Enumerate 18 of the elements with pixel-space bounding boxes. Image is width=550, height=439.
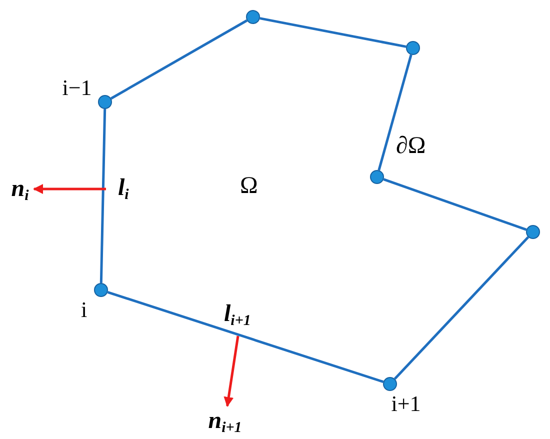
- vector-label: n$_{i+1}$: [208, 408, 242, 434]
- segment-symbol: l$_{i}$: [118, 174, 129, 202]
- vector-label: n$_{i}$: [11, 176, 29, 202]
- segment-symbol: l$_{i+1}$: [224, 300, 251, 328]
- normal-arrow: [33, 184, 106, 194]
- vertex-label: i: [80, 298, 88, 322]
- polygon-edge: [100, 108, 106, 284]
- polygon-edge: [383, 178, 527, 231]
- polygon-edge: [110, 19, 248, 100]
- polygon-edge: [107, 290, 384, 384]
- polygon-edge: [260, 17, 406, 48]
- polygon-edge: [394, 236, 530, 380]
- domain-symbol: Ω: [240, 172, 258, 200]
- vertex-label: i−1: [61, 76, 93, 100]
- normal-arrow: [224, 336, 240, 407]
- domain-symbol: ∂Ω: [396, 132, 426, 160]
- vertex-label: i+1: [390, 392, 422, 416]
- polygon-edge: [378, 54, 412, 171]
